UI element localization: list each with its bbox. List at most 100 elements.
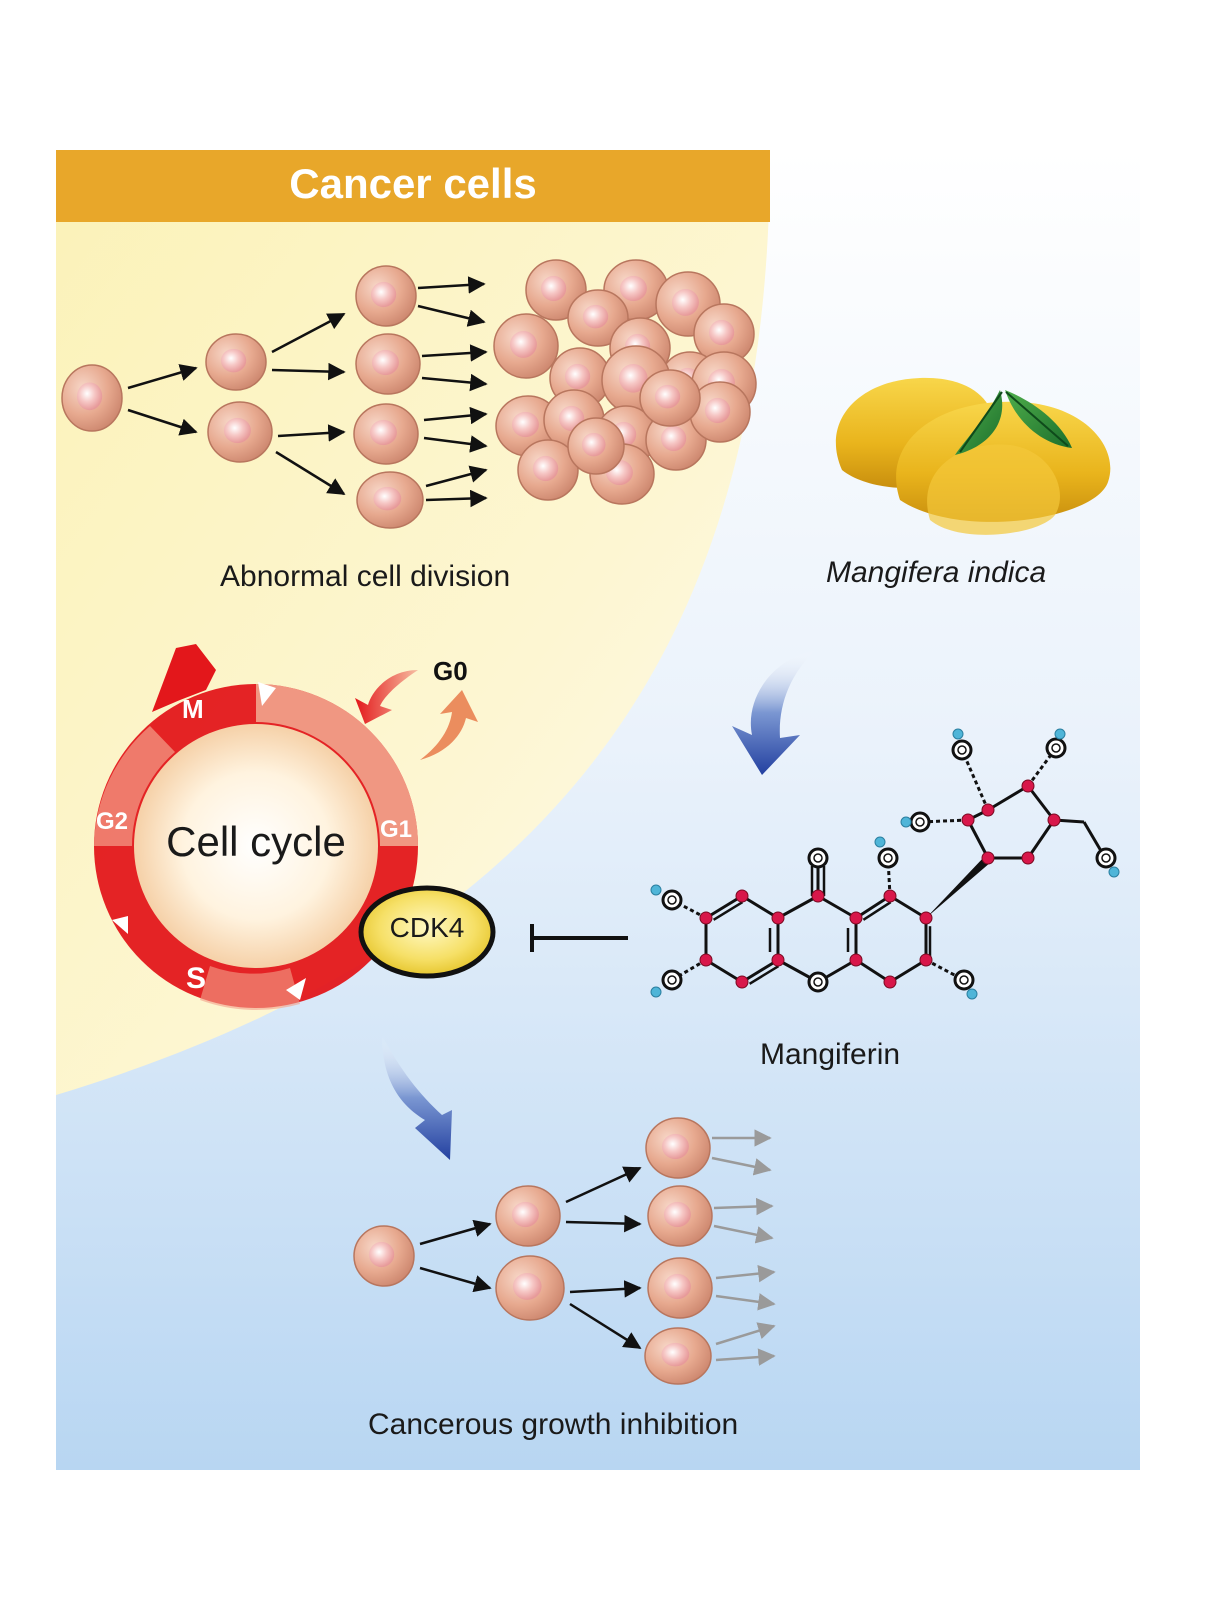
cell-gen2: [647, 1257, 713, 1319]
species-label: Mangifera indica: [826, 556, 1047, 589]
division-arrow: [569, 1280, 642, 1298]
division-arrow: [569, 1302, 642, 1350]
division-arrow: [417, 304, 486, 327]
division-arrow: [277, 424, 346, 442]
hydrogen-atom: [900, 816, 912, 828]
cell-gen0: [353, 1225, 415, 1287]
carbon-atom: [771, 953, 785, 967]
division-arrow: [713, 1197, 774, 1216]
division-arrow: [425, 489, 488, 508]
carbon-atom: [699, 953, 713, 967]
mangiferin-structure: [650, 728, 1120, 1000]
division-arrow: [271, 362, 346, 381]
carbon-atom: [961, 813, 975, 827]
carbon-atom: [1021, 851, 1035, 865]
cell-gen2: [355, 333, 421, 395]
division-arrow: [715, 1293, 776, 1311]
hydrogen-atom: [874, 836, 886, 848]
carbon-atom: [735, 889, 749, 903]
cell-gen1: [207, 401, 273, 463]
carbon-atom: [1047, 813, 1061, 827]
cdk4-label: CDK4: [389, 912, 465, 943]
tumor-cell: [693, 303, 755, 365]
cell-gen0: [61, 364, 123, 432]
division-arrow: [423, 435, 488, 453]
flow-arrow-to-compound: [732, 650, 815, 775]
cell-gen2: [356, 471, 424, 529]
inhibition-symbol: [530, 924, 628, 952]
division-arrow: [421, 373, 488, 392]
division-arrow: [275, 450, 346, 496]
header-bar: [56, 150, 770, 222]
carbon-atom: [735, 975, 749, 989]
division-arrow: [419, 1219, 492, 1246]
phase-s-label: S: [186, 962, 207, 995]
carbon-atom: [919, 911, 933, 925]
inhibited-division-cells: [353, 1117, 713, 1385]
cell-gen2: [645, 1117, 711, 1179]
abnormal-division-arrows: [127, 276, 488, 508]
division-arrow: [715, 1322, 776, 1346]
carbon-atom: [699, 911, 713, 925]
carbon-atom: [849, 911, 863, 925]
carbon-atom: [981, 851, 995, 865]
compound-label: Mangiferin: [760, 1038, 901, 1071]
inhibited-division-arrows: [419, 1129, 776, 1366]
tumor-cell: [517, 439, 579, 501]
division-arrow: [127, 408, 198, 436]
cycle-core: [134, 724, 378, 968]
carbon-atom: [919, 953, 933, 967]
division-arrow: [417, 276, 486, 294]
division-arrow: [565, 1214, 642, 1233]
outcome-label: Cancerous growth inhibition: [368, 1408, 739, 1441]
division-arrow: [271, 312, 346, 354]
hydrogen-atom: [1108, 866, 1120, 878]
mango-icon: [835, 377, 1111, 535]
cell-gen2: [355, 265, 417, 327]
carbon-atom: [1021, 779, 1035, 793]
cell-gen2: [644, 1327, 712, 1385]
phase-g0-label: G0: [433, 656, 468, 686]
cdk4-enzyme: [358, 885, 496, 979]
phase-m-label: M: [182, 694, 204, 724]
tumor-cell: [493, 313, 559, 379]
carbon-atom: [811, 889, 825, 903]
division-arrow: [565, 1166, 642, 1204]
cell-cycle-title: Cell cycle: [166, 818, 346, 865]
abnormal-division-cells: [61, 259, 757, 529]
header-title: Cancer cells: [289, 160, 537, 207]
flow-arrow-to-outcome: [382, 1035, 452, 1160]
tumor-cell: [567, 417, 625, 475]
carbon-atom: [883, 975, 897, 989]
cell-gen1: [495, 1185, 561, 1247]
carbon-atom: [771, 911, 785, 925]
hydrogen-atom: [966, 988, 978, 1000]
tumor-cell: [639, 369, 701, 427]
division-arrow: [423, 406, 488, 425]
carbon-atom: [849, 953, 863, 967]
phase-g2-label: G2: [96, 808, 129, 835]
division-arrow: [711, 1156, 772, 1176]
division-arrow: [421, 344, 488, 362]
phase-g1-label: G1: [380, 816, 413, 843]
division-arrow: [715, 1264, 776, 1283]
hydrogen-atom: [952, 728, 964, 740]
cell-gen1: [205, 333, 267, 391]
cell-gen2: [647, 1185, 713, 1247]
division-arrow: [419, 1266, 492, 1293]
division-arrow: [127, 364, 198, 390]
hydrogen-atom: [650, 884, 662, 896]
division-arrow: [713, 1224, 774, 1244]
division-arrow: [715, 1348, 776, 1366]
cell-cycle-diagram: [94, 644, 496, 1011]
m-phase-arrowhead: [152, 644, 216, 712]
hydrogen-atom: [650, 986, 662, 998]
cell-gen1: [495, 1255, 565, 1321]
abnormal-division-label: Abnormal cell division: [220, 560, 511, 593]
cell-gen2: [353, 403, 419, 465]
g0-entry-arrow: [355, 670, 418, 724]
carbon-atom: [883, 889, 897, 903]
g0-exit-arrow: [420, 690, 478, 760]
